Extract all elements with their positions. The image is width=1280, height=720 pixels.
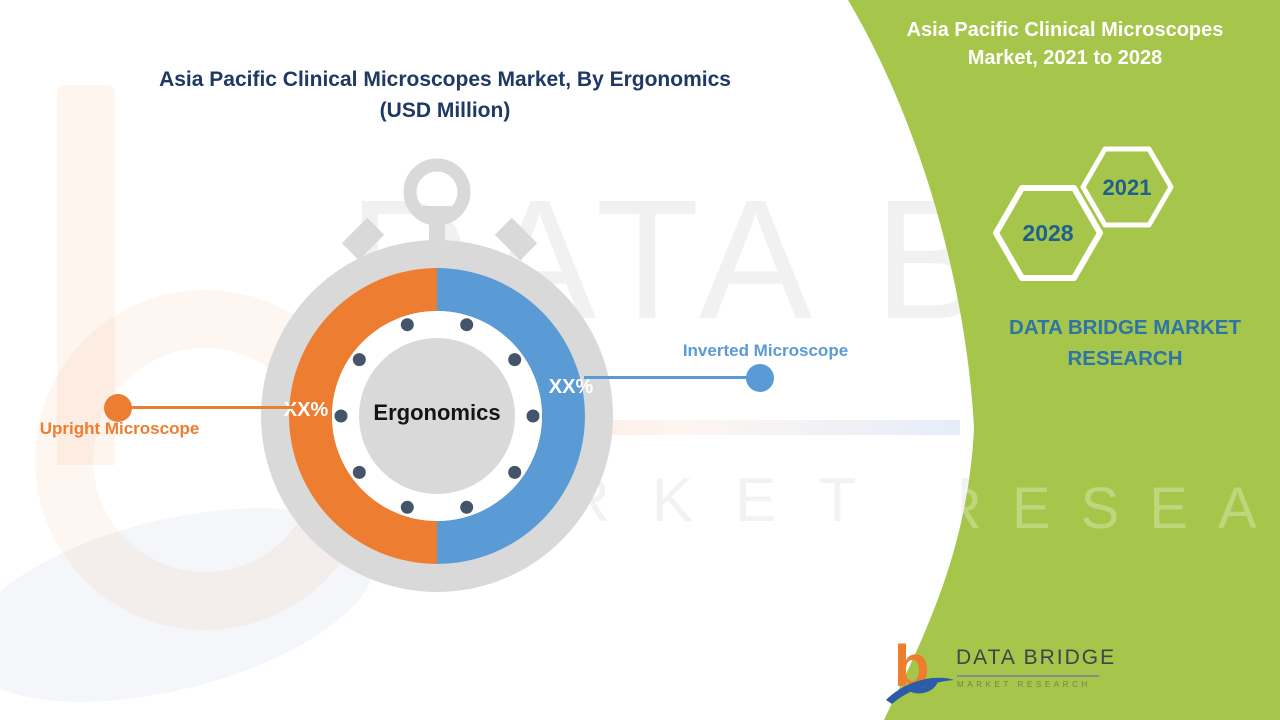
hexagon-year-2021: 2021 bbox=[1103, 175, 1152, 200]
callout-line-upright bbox=[128, 406, 296, 409]
footer-logo-rule bbox=[957, 675, 1099, 677]
value-upright-microscope: XX% bbox=[283, 399, 329, 421]
chart-title: Asia Pacific Clinical Microscopes Market… bbox=[85, 64, 805, 126]
stopwatch-left-button bbox=[341, 217, 385, 261]
side-panel-watermark: RESEARCH bbox=[940, 476, 1280, 541]
footer-logo-tagline: MARKET RESEARCH bbox=[957, 680, 1091, 689]
footer-logo-brand: DATA BRIDGE bbox=[956, 646, 1117, 669]
side-panel-title: Asia Pacific Clinical Microscopes Market… bbox=[890, 16, 1240, 72]
stopwatch-donut-chart bbox=[261, 158, 613, 592]
hexagon-2021 bbox=[1080, 146, 1174, 228]
dbmr-logo-mark: b bbox=[886, 634, 954, 704]
dial-tick-dots bbox=[334, 318, 540, 514]
side-panel-brand-line2: RESEARCH bbox=[1067, 347, 1183, 370]
value-inverted-microscope: XX% bbox=[548, 376, 594, 398]
label-upright-microscope: Upright Microscope bbox=[39, 419, 200, 438]
side-panel-shape bbox=[848, 0, 1280, 720]
donut-center-label: Ergonomics bbox=[373, 400, 501, 425]
callout-dot-inverted bbox=[746, 364, 774, 392]
year-hexagons: 2028 2021 bbox=[993, 146, 1174, 281]
hexagon-2028 bbox=[993, 185, 1103, 281]
chart-title-line2: (USD Million) bbox=[379, 99, 511, 122]
stopwatch-right-button bbox=[494, 217, 538, 261]
logo-swoosh-icon bbox=[886, 677, 954, 704]
side-panel-title-line1: Asia Pacific Clinical Microscopes bbox=[906, 19, 1224, 41]
chart-title-line1: Asia Pacific Clinical Microscopes Market… bbox=[159, 68, 731, 91]
side-panel-title-line2: Market, 2021 to 2028 bbox=[967, 47, 1163, 69]
segment-upright-microscope bbox=[289, 268, 437, 564]
hexagon-year-2028: 2028 bbox=[1022, 220, 1073, 246]
dial-center-circle bbox=[359, 338, 515, 494]
label-inverted-microscope: Inverted Microscope bbox=[682, 341, 849, 360]
callout-line-inverted bbox=[584, 376, 760, 379]
segment-inverted-microscope bbox=[437, 268, 585, 564]
side-panel-brand: DATA BRIDGE MARKET RESEARCH bbox=[975, 312, 1275, 374]
callout-dot-upright bbox=[104, 394, 132, 422]
side-panel-brand-line1: DATA BRIDGE MARKET bbox=[1009, 316, 1241, 339]
